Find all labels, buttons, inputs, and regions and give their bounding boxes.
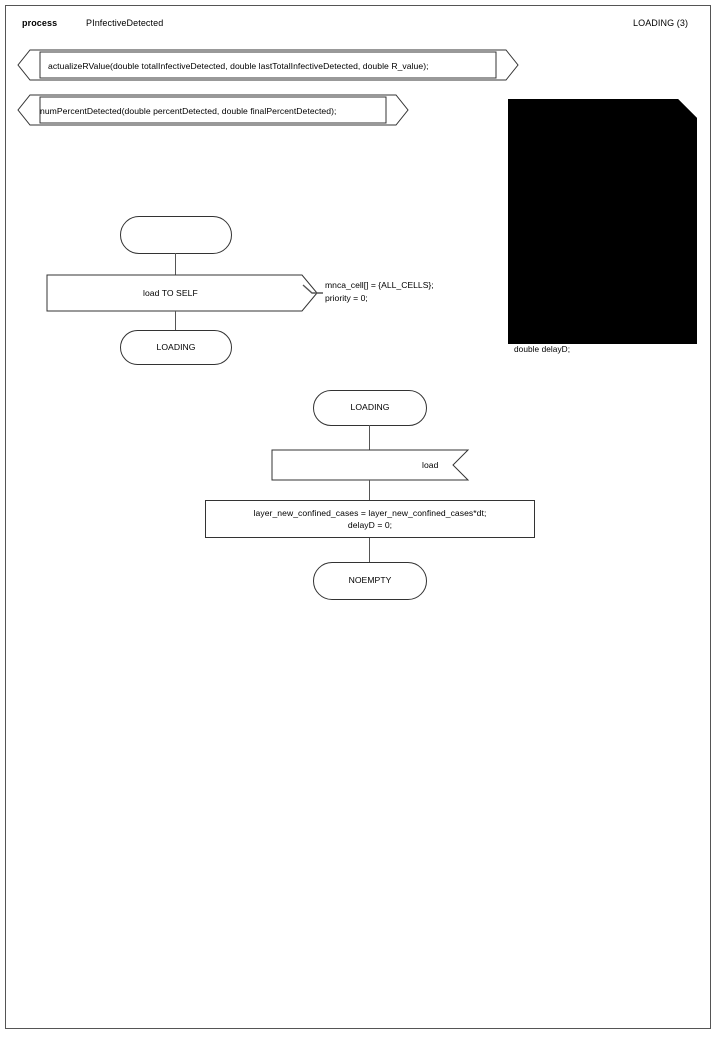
page-title: PInfectiveDetected	[86, 18, 164, 28]
output-symbol-label: load TO SELF	[143, 288, 198, 298]
comment-connector-line	[302, 284, 323, 303]
declaration-note[interactable]: DCL double totalInfective; double newInf…	[508, 99, 697, 354]
procedure-call-label: numPercentDetected(double percentDetecte…	[40, 106, 337, 116]
state-symbol-label: NOEMPTY	[348, 575, 392, 585]
state-symbol-label: LOADING	[350, 402, 390, 412]
task-symbol-layer-new-confined-cases[interactable]: layer_new_confined_cases = layer_new_con…	[205, 500, 535, 538]
process-keyword: process	[22, 18, 58, 28]
state-symbol-loading-upper[interactable]: LOADING	[120, 330, 232, 365]
state-page-label: LOADING (3)	[633, 18, 689, 28]
connector-line	[175, 253, 177, 275]
connector-line	[369, 538, 371, 562]
connector-line	[369, 425, 371, 451]
input-symbol-load[interactable]: load	[271, 449, 470, 481]
state-symbol-noempty[interactable]: NOEMPTY	[313, 562, 427, 600]
state-symbol-label: LOADING	[156, 342, 196, 352]
connector-line	[175, 311, 177, 331]
page-border	[5, 5, 711, 1029]
comment-symbol-text: mnca_cell[] = {ALL_CELLS}; priority = 0;	[325, 280, 434, 303]
output-symbol-load-to-self[interactable]: load TO SELF	[46, 274, 318, 312]
input-symbol-label: load	[422, 460, 439, 470]
comment-symbol-mnca-cell[interactable]: mnca_cell[] = {ALL_CELLS}; priority = 0;	[320, 274, 462, 313]
task-symbol-line1: layer_new_confined_cases = layer_new_con…	[253, 508, 487, 518]
declaration-text: DCL double totalInfective; double newInf…	[514, 103, 655, 354]
procedure-call-num-percent-detected[interactable]: numPercentDetected(double percentDetecte…	[17, 94, 409, 126]
state-symbol-loading-lower[interactable]: LOADING	[313, 390, 427, 426]
task-symbol-line2: delayD = 0;	[347, 520, 393, 530]
state-symbol-start-empty[interactable]	[120, 216, 232, 254]
procedure-call-label: actualizeRValue(double totalInfectiveDet…	[48, 61, 429, 71]
connector-line	[369, 480, 371, 500]
procedure-call-actualize-r-value[interactable]: actualizeRValue(double totalInfectiveDet…	[17, 49, 519, 81]
